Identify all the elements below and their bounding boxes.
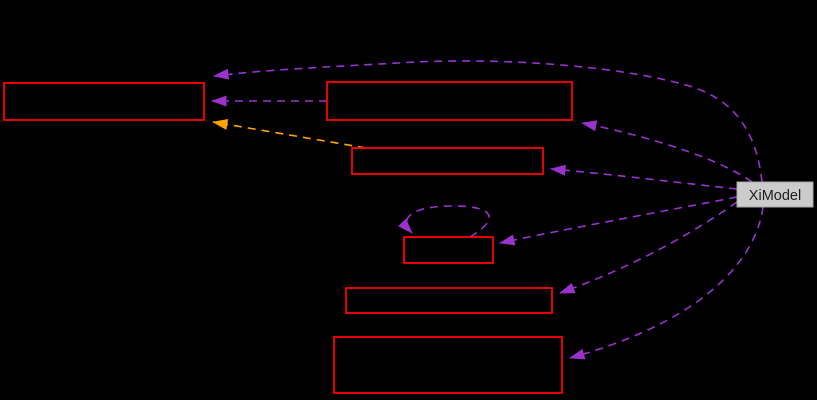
edge-node3-to-node1-template [212,119,367,149]
class-node-3[interactable] [351,147,544,175]
edge-ximodel-to-node4 [499,196,738,246]
ximodel-node: XiModel [736,181,814,208]
class-node-2[interactable] [326,81,573,121]
edge-ximodel-to-node2 [581,120,753,183]
class-nodes [3,81,573,394]
ximodel-node-box [736,181,814,208]
edge-ximodel-to-node6 [569,206,764,360]
edge-ximodel-to-node3 [550,164,738,190]
class-node-6[interactable] [333,336,563,394]
class-node-5[interactable] [345,287,553,314]
class-node-1[interactable] [3,82,205,121]
edge-group [211,60,764,360]
edge-ximodel-to-node5 [559,201,738,294]
class-node-4[interactable] [403,236,494,264]
edge-ximodel-to-node1 [213,60,763,183]
ximodel-node-label: XiModel [749,188,801,204]
edge-node4-self-loop [398,205,490,238]
